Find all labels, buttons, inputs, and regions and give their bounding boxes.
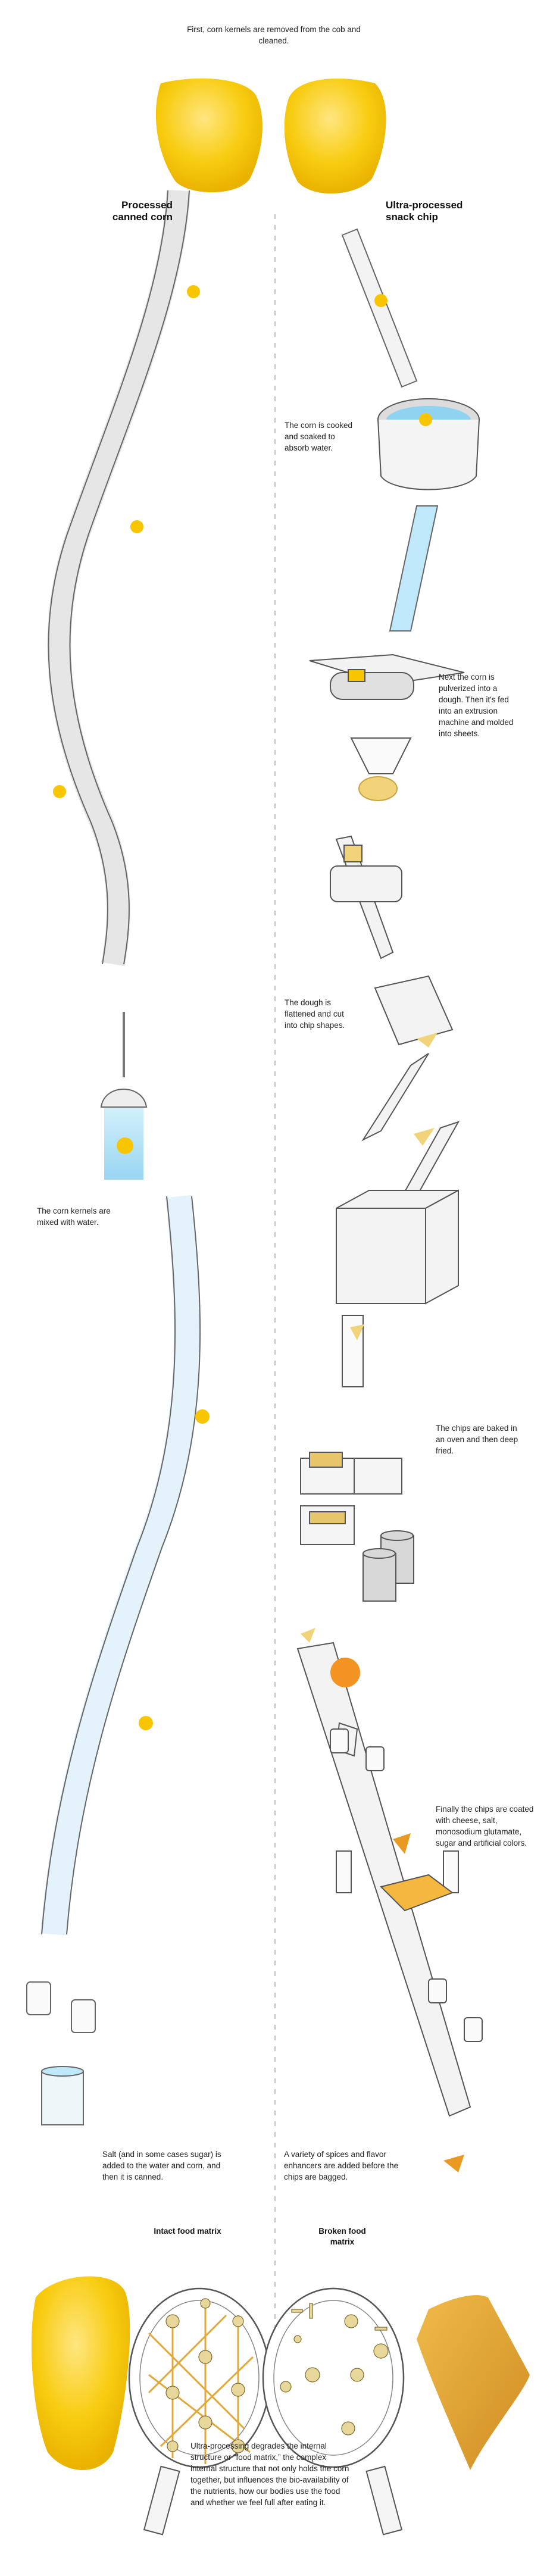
magnifier-intact bbox=[128, 2287, 271, 2536]
step-pulverize: Next the corn is pulverized into a dough… bbox=[439, 673, 514, 738]
conveyor-input bbox=[341, 228, 418, 388]
spice-bin bbox=[380, 1874, 454, 1912]
step-spices-bagged: A variety of spices and flavor enhancers… bbox=[284, 2150, 399, 2181]
canned-corn-can bbox=[41, 2066, 84, 2125]
magnifier-broken bbox=[262, 2287, 405, 2536]
chip-triangle bbox=[417, 1033, 438, 1048]
intact-nodes bbox=[165, 2298, 245, 2453]
chip-triangle bbox=[414, 1128, 435, 1146]
step-flatten-cut: The dough is flattened and cut into chip… bbox=[285, 998, 345, 1030]
kernel-on-chute bbox=[187, 285, 200, 298]
kernel-on-chute bbox=[139, 1716, 153, 1730]
fryers bbox=[300, 1452, 402, 1545]
kernel-on-conveyor bbox=[374, 294, 388, 307]
oven bbox=[336, 1121, 460, 1387]
salt-dispensers bbox=[26, 1981, 96, 2033]
cheese-wheel bbox=[330, 1658, 360, 1687]
food-matrix-summary: Ultra-processing degrades the internal s… bbox=[190, 2441, 349, 2507]
water-chute bbox=[389, 505, 439, 632]
step-salt-canned: Salt (and in some cases sugar) is added … bbox=[102, 2150, 221, 2181]
intact-matrix-label: Intact food matrix bbox=[154, 2227, 221, 2236]
chip-triangle bbox=[301, 1628, 315, 1643]
step-bake-fry: The chips are baked in an oven and then … bbox=[436, 1424, 518, 1455]
top-corn-kernel-left bbox=[155, 78, 262, 193]
chip-triangle bbox=[443, 2155, 464, 2172]
chip-triangle bbox=[393, 1833, 411, 1854]
right-column-heading: Ultra-processed snack chip bbox=[386, 199, 463, 223]
cooking-pot bbox=[377, 398, 480, 490]
chip-triangle bbox=[350, 1324, 364, 1340]
step-mix-water: The corn kernels are mixed with water. bbox=[37, 1206, 111, 1227]
step-coat: Finally the chips are coated with cheese… bbox=[436, 1805, 534, 1847]
dispenser-cylinders bbox=[330, 1728, 483, 2042]
left-water-chute bbox=[40, 1195, 201, 1936]
top-corn-kernel-right bbox=[284, 79, 386, 194]
intact-kernel bbox=[31, 2276, 130, 2470]
broken-fragments bbox=[280, 2303, 389, 2436]
kernel-on-chute bbox=[53, 785, 66, 798]
barrels bbox=[362, 1530, 414, 1602]
left-column-heading: Processed canned corn bbox=[112, 199, 173, 223]
kernel-on-chute bbox=[195, 1409, 210, 1424]
extrusion-machine bbox=[309, 654, 465, 801]
kernel-on-chute bbox=[130, 520, 143, 533]
shower-head bbox=[100, 1012, 148, 1180]
step-cook-soak: The corn is cooked and soaked to absorb … bbox=[285, 421, 353, 452]
roller-machine bbox=[330, 835, 454, 1142]
intro-caption: First, corn kernels are removed from the… bbox=[187, 25, 361, 45]
broken-matrix-label: Broken food matrix bbox=[318, 2227, 366, 2246]
left-chute bbox=[47, 189, 190, 967]
tortilla-chip bbox=[417, 2295, 530, 2470]
